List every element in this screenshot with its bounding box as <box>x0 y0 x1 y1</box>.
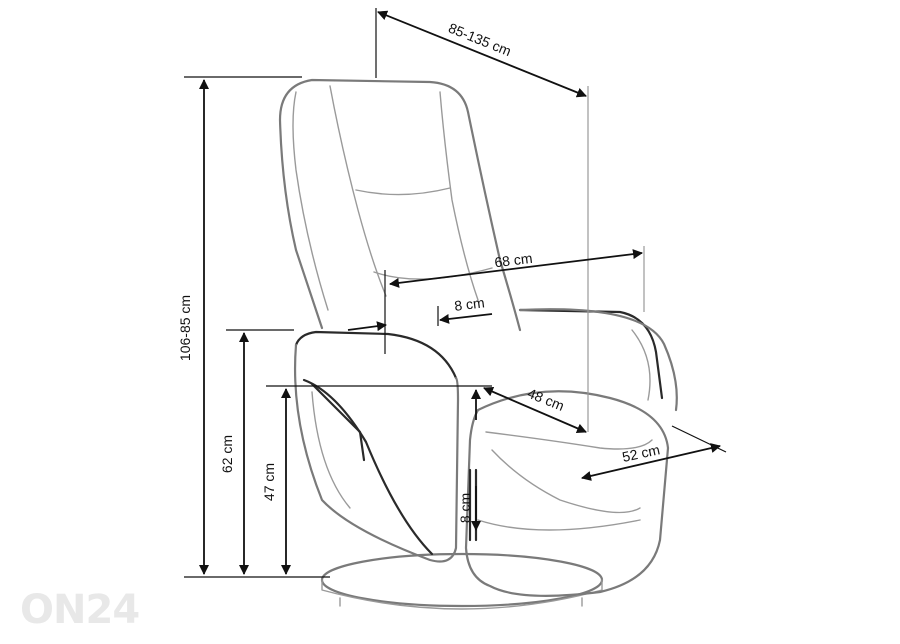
chair-right-armrest-inner <box>631 329 651 401</box>
chair-base-edge <box>321 579 603 610</box>
dim-base-height-label: 8 cm <box>457 493 473 523</box>
dim-armrest-arrow-right <box>439 313 493 324</box>
watermark-logo: ON24 <box>20 587 139 633</box>
chair-side-panel-curve <box>302 378 434 556</box>
chair-back-seam-left <box>329 85 387 297</box>
chair-side-panel-accent <box>310 382 366 462</box>
dim-seat-height-label: 47 cm <box>261 463 277 501</box>
dim-width-line <box>389 249 643 288</box>
chair-left-armrest <box>293 343 460 563</box>
chair-base-feet <box>339 597 583 607</box>
dim-seat-depth-label: 48 cm <box>525 385 566 414</box>
chair-seat-front-seam <box>485 431 653 450</box>
dimensions: 85-135 cm 68 cm 8 cm 48 cm 52 cm 106-85 … <box>177 8 727 578</box>
chair-seat-fold <box>491 449 641 514</box>
dim-seat-width-ext <box>671 425 727 453</box>
chair-base <box>320 552 604 608</box>
recliner-chair <box>278 78 678 610</box>
dim-armrest-height-label: 62 cm <box>219 435 235 473</box>
dim-seat-width-line <box>581 443 721 481</box>
chair-seat <box>464 390 670 597</box>
dim-seat-width-label: 52 cm <box>621 441 662 465</box>
chair-left-armrest-top <box>294 330 458 380</box>
chair-backrest <box>278 78 522 332</box>
chair-left-wing <box>292 91 329 311</box>
chair-back-seam-right <box>439 91 479 301</box>
dim-seat-depth-line <box>483 386 587 434</box>
dim-armrest-arrow-left <box>347 321 387 332</box>
dim-width-label: 68 cm <box>493 250 533 271</box>
chair-side-panel-inner <box>311 391 351 509</box>
dim-depth-line <box>377 10 587 98</box>
chair-right-armrest-outer <box>518 308 678 412</box>
chair-footrest-seam <box>477 519 641 531</box>
dim-height-label: 106-85 cm <box>177 295 193 361</box>
dim-armrest-label: 8 cm <box>453 294 485 314</box>
chair-headrest-seam <box>355 187 451 196</box>
